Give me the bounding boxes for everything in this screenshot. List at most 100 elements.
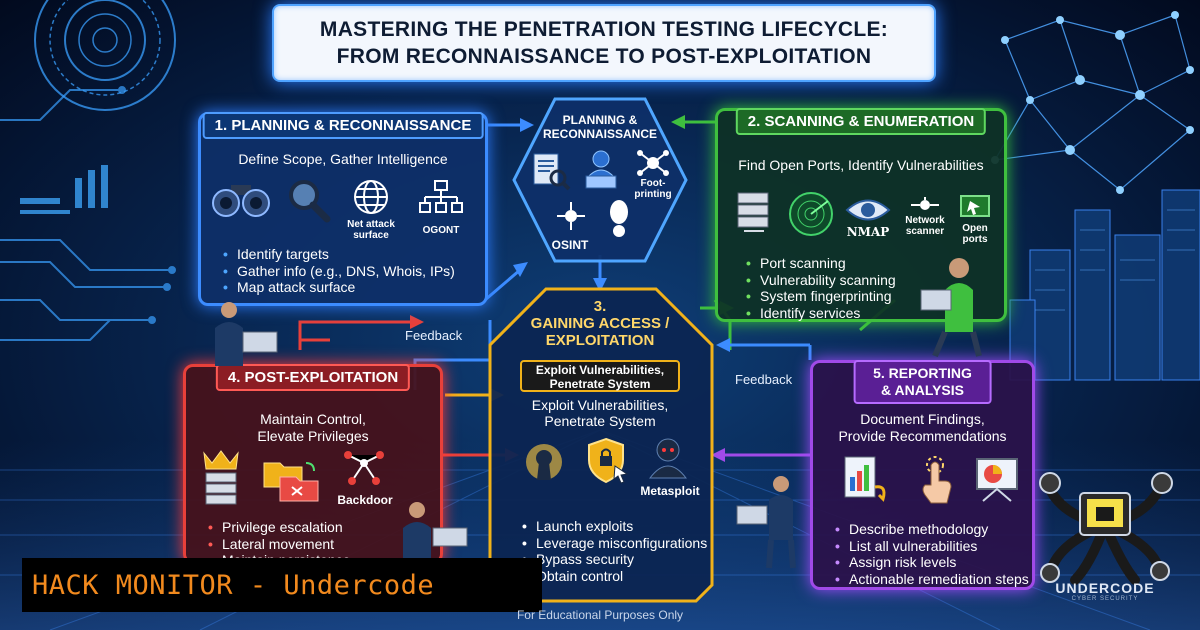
post-exploitation-subtitle-line-1: Maintain Control, bbox=[260, 411, 366, 427]
feedback-label-right: Feedback bbox=[735, 372, 793, 387]
title-line-2: FROM RECONNAISSANCE TO POST-EXPLOITATION bbox=[336, 45, 872, 68]
exploitation-bullet: Launch exploits bbox=[522, 518, 722, 535]
pointing-hand-icon bbox=[922, 456, 952, 504]
shield-cursor-icon bbox=[588, 437, 629, 484]
post-exploitation-bullet: Lateral movement bbox=[208, 536, 438, 553]
feedback-label-left: Feedback bbox=[405, 328, 463, 343]
open-ports-caption-line-2: ports bbox=[962, 234, 988, 245]
reporting-subtitle: Document Findings, Provide Recommendatio… bbox=[813, 411, 1032, 445]
analyst-person-icon bbox=[215, 302, 278, 366]
keyhole-icon bbox=[526, 444, 562, 480]
scanning-enumeration-panel: 2. SCANNING & ENUMERATION Find Open Port… bbox=[715, 108, 1007, 322]
osint-icon-caption: OGONT bbox=[422, 225, 460, 236]
metasploit-caption: Metasploit bbox=[640, 484, 700, 498]
network-scanner-caption-line-2: scanner bbox=[905, 226, 945, 237]
exploitation-subtitle: Exploit Vulnerabilities, Penetrate Syste… bbox=[500, 397, 700, 429]
magnifier-icon bbox=[289, 180, 331, 223]
open-ports-icon bbox=[960, 195, 990, 217]
reporting-panel-header-line-1: 5. REPORTING bbox=[873, 365, 972, 381]
scanning-bullets: Port scanning Vulnerability scanning Sys… bbox=[746, 255, 946, 321]
post-exploitation-panel: 4. POST-EXPLOITATION Maintain Control, E… bbox=[183, 364, 443, 568]
scanning-bullet: Vulnerability scanning bbox=[746, 272, 946, 289]
exploitation-subtitle-line-1: Exploit Vulnerabilities, bbox=[531, 397, 669, 413]
hack-monitor-banner: HACK MONITOR - Undercode bbox=[22, 558, 542, 612]
exploitation-title-line-1: GAINING ACCESS / bbox=[530, 315, 670, 332]
radar-decoration bbox=[34, 0, 176, 111]
exploitation-title-line-2: EXPLOITATION bbox=[545, 332, 655, 349]
footprinting-caption-line-2: printing bbox=[634, 189, 672, 200]
post-exploitation-subtitle: Maintain Control, Elevate Privileges bbox=[186, 411, 440, 445]
open-ports-caption-line-1: Open bbox=[962, 223, 988, 234]
reporting-panel-header-line-2: & ANALYSIS bbox=[881, 382, 964, 398]
post-exploitation-panel-header: 4. POST-EXPLOITATION bbox=[215, 364, 411, 391]
scanning-panel-header: 2. SCANNING & ENUMERATION bbox=[735, 108, 987, 135]
reporting-analysis-panel: 5. REPORTING & ANALYSIS Document Finding… bbox=[810, 360, 1035, 590]
server-icon bbox=[737, 192, 769, 232]
logo-name: UNDERCODE bbox=[1055, 580, 1155, 596]
exploitation-subtitle-line-2: Penetrate System bbox=[544, 413, 656, 429]
planning-hexagon-title: PLANNING & RECONNAISSANCE bbox=[530, 113, 670, 141]
presentation-board-icon bbox=[976, 458, 1018, 502]
crown-server-icon bbox=[203, 450, 239, 505]
reporting-bullet: Actionable remediation steps bbox=[835, 571, 1035, 588]
reporting-subtitle-line-1: Document Findings, bbox=[860, 411, 985, 427]
planning-panel-header: 1. PLANNING & RECONNAISSANCE bbox=[202, 112, 484, 139]
org-chart-icon bbox=[419, 180, 463, 213]
attack-surface-caption-line-1: Net attack bbox=[347, 219, 395, 230]
reporting-bullet: Describe methodology bbox=[835, 521, 1035, 538]
planning-hexagon-title-line-2: RECONNAISSANCE bbox=[542, 127, 657, 141]
scanning-bullet: System fingerprinting bbox=[746, 288, 946, 305]
exploitation-bullet: Bypass security bbox=[522, 551, 722, 568]
post-exploitation-subtitle-line-2: Elevate Privileges bbox=[257, 428, 369, 444]
planning-bullets: Identify targets Gather info (e.g., DNS,… bbox=[223, 246, 493, 296]
educational-footer: For Educational Purposes Only bbox=[516, 608, 684, 622]
exploitation-bullets: Launch exploits Leverage misconfiguratio… bbox=[522, 518, 722, 584]
planning-hexagon-title-line-1: PLANNING & bbox=[562, 113, 638, 127]
nmap-eye-icon bbox=[845, 199, 891, 221]
reporting-subtitle-line-2: Provide Recommendations bbox=[838, 428, 1007, 444]
network-node-icon bbox=[637, 150, 669, 176]
exploitation-bullet: Obtain control bbox=[522, 568, 722, 585]
logo-tagline: CYBER SECURITY bbox=[1071, 596, 1139, 602]
network-scanner-caption-line-1: Network bbox=[905, 215, 945, 226]
planning-bullet: Map attack surface bbox=[223, 279, 493, 296]
network-scanner-caption: Network scanner bbox=[898, 215, 952, 237]
exploitation-title: 3. GAINING ACCESS / EXPLOITATION bbox=[500, 298, 700, 349]
scanning-panel-subtitle: Find Open Ports, Identify Vulnerabilitie… bbox=[738, 157, 984, 173]
metasploit-hacker-icon bbox=[648, 438, 688, 479]
scanning-bullet: Port scanning bbox=[746, 255, 946, 272]
planning-bullet: Gather info (e.g., DNS, Whois, IPs) bbox=[223, 263, 493, 280]
attack-surface-caption-line-2: surface bbox=[353, 230, 389, 241]
nmap-caption: NMAP bbox=[846, 225, 890, 239]
reporting-bullets: Describe methodology List all vulnerabil… bbox=[835, 521, 1035, 587]
globe-icon bbox=[354, 180, 388, 214]
planning-panel-subtitle: Define Scope, Gather Intelligence bbox=[238, 151, 448, 167]
document-search-icon bbox=[533, 153, 571, 191]
exploitation-bullet: Leverage misconfigurations bbox=[522, 535, 722, 552]
undercode-octopus-logo bbox=[1039, 472, 1173, 585]
backdoor-caption: Backdoor bbox=[337, 493, 393, 507]
report-chart-icon bbox=[844, 456, 886, 502]
scanning-bullet: Identify services bbox=[746, 305, 946, 322]
reporting-bullet: List all vulnerabilities bbox=[835, 538, 1035, 555]
page-title: MASTERING THE PENETRATION TESTING LIFECY… bbox=[272, 4, 936, 82]
radar-icon bbox=[789, 192, 833, 236]
footprinting-caption-line-1: Foot- bbox=[640, 178, 666, 189]
scanner-person-icon bbox=[920, 258, 982, 358]
presenter-person-icon bbox=[736, 476, 796, 569]
desk-person-icon bbox=[403, 502, 468, 560]
folders-icon bbox=[263, 462, 319, 502]
reporting-panel-header: 5. REPORTING & ANALYSIS bbox=[853, 360, 992, 404]
exploitation-tag: Exploit Vulnerabilities, Penetrate Syste… bbox=[520, 360, 680, 392]
planning-bullet: Identify targets bbox=[223, 246, 493, 263]
hacker-laptop-icon bbox=[585, 150, 617, 189]
network-scanner-icon bbox=[911, 197, 939, 210]
osint-caption: OSINT bbox=[551, 238, 589, 252]
footprint-icon bbox=[610, 200, 628, 237]
exploitation-tag-line-1: Exploit Vulnerabilities, bbox=[535, 363, 665, 377]
open-ports-caption: Open ports bbox=[952, 223, 998, 245]
title-line-1: MASTERING THE PENETRATION TESTING LIFECY… bbox=[319, 18, 889, 41]
footprinting-caption: Foot- printing bbox=[630, 178, 676, 200]
exploitation-tag-line-2: Penetrate System bbox=[549, 377, 651, 391]
binoculars-icon bbox=[212, 185, 270, 217]
